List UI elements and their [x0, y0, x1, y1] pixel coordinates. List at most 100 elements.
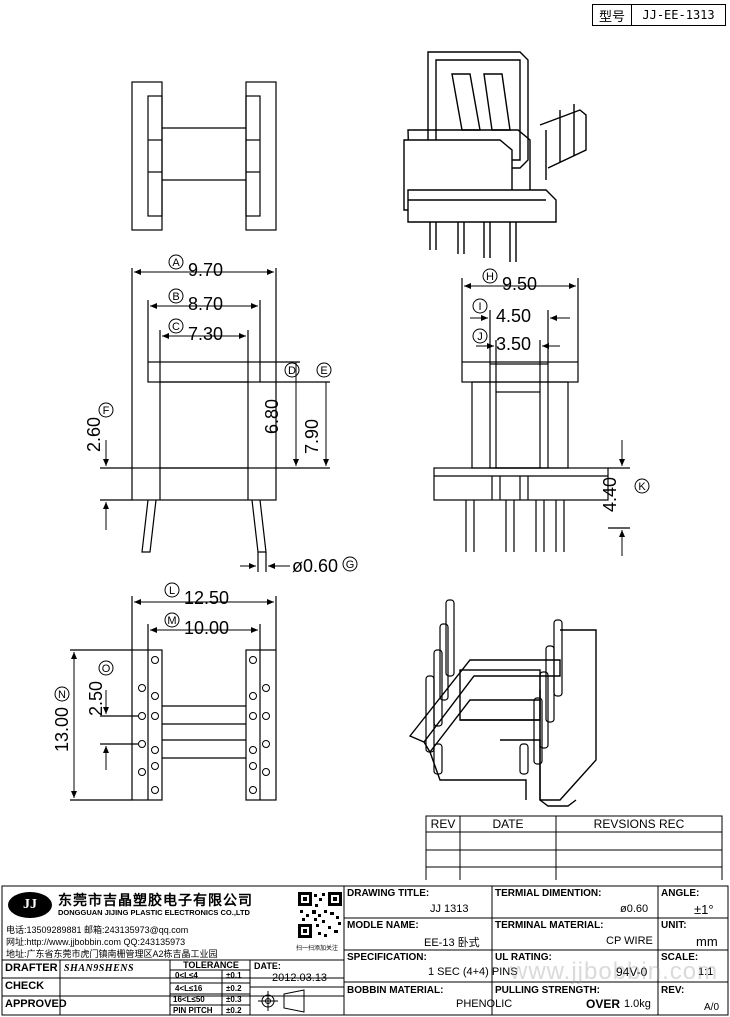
label-D: D — [284, 362, 300, 378]
pulling-value: 1.0kg — [624, 998, 651, 1010]
qr-caption: 扫一扫添加关注 — [296, 946, 339, 952]
dim-N: 13.00 — [52, 706, 72, 752]
label-O: O — [98, 660, 114, 676]
technical-drawing: A B C D E F G H I J K L M N O — [54, 51, 723, 880]
angle-label: ANGLE: — [661, 888, 700, 899]
dim-F: 2.60 — [84, 416, 104, 452]
front-view — [100, 268, 330, 572]
company-logo-text: JJ — [23, 897, 37, 912]
model-name-value: EE-13 卧式 — [424, 937, 480, 949]
rev-header-rec: REVSIONS REC — [593, 817, 685, 831]
svg-text:C: C — [172, 321, 180, 333]
label-L: L — [164, 582, 180, 598]
model-box-label: 型号 — [593, 5, 632, 25]
side-view — [433, 278, 630, 552]
tol-range-3: 16<L≤50 — [173, 995, 205, 1004]
svg-text:K: K — [638, 481, 646, 493]
date-label: DATE: — [254, 961, 281, 971]
tolerance-label: TOLERANCE — [183, 960, 239, 970]
model-box-value: JJ-EE-1313 — [642, 8, 715, 22]
unit-label: UNIT: — [661, 920, 687, 931]
dim-O: 2.50 — [86, 680, 106, 716]
spec-label: SPECIFICATION: — [347, 952, 427, 963]
model-box: 型号 JJ-EE-1313 — [592, 4, 726, 26]
dim-G: ø0.60 — [292, 556, 339, 576]
svg-text:A: A — [172, 257, 180, 269]
rev-label: REV: — [661, 985, 685, 996]
company-address: 地址:广东省东莞市虎门镇南栅管理区A2栋吉晶工业园 — [6, 949, 218, 959]
rev-header-rev: REV — [430, 817, 456, 831]
dim-B: 8.70 — [188, 294, 224, 314]
tol-value-3: ±0.3 — [226, 995, 242, 1004]
pulling-over: OVER — [586, 997, 621, 1011]
company-name-cn: 东莞市吉晶塑胶电子有限公司 — [58, 892, 253, 908]
dim-C: 7.30 — [188, 324, 224, 344]
svg-text:J: J — [477, 331, 483, 343]
svg-text:N: N — [58, 689, 66, 701]
qr-code — [298, 892, 342, 938]
svg-text:E: E — [320, 365, 327, 377]
label-A: A — [168, 254, 184, 270]
svg-text:B: B — [172, 291, 179, 303]
label-F: F — [98, 402, 114, 418]
company-phone: 电话:13509289881 邮箱:243135973@qq.com — [6, 925, 189, 935]
date-value: 2012.03.13 — [272, 972, 328, 984]
svg-text:F: F — [103, 405, 110, 417]
top-side-view — [131, 81, 277, 231]
dim-J: 3.50 — [496, 334, 532, 354]
label-M: M — [164, 612, 180, 628]
tol-value-2: ±0.2 — [226, 984, 242, 993]
angle-value: ±1° — [694, 902, 714, 917]
drafter-label: DRAFTER — [5, 962, 58, 974]
dim-A: 9.70 — [188, 260, 224, 280]
label-K: K — [634, 478, 650, 494]
company-name-en: DONGGUAN JIJING PLASTIC ELECTRONICS CO.,… — [58, 908, 250, 917]
label-J: J — [472, 328, 488, 344]
dim-K: 4.40 — [600, 476, 620, 512]
svg-text:O: O — [102, 663, 111, 675]
tol-value-1: ±0.1 — [226, 971, 242, 980]
label-H: H — [482, 268, 498, 284]
dim-E: 7.90 — [302, 418, 322, 454]
label-B: B — [168, 288, 184, 304]
label-N: N — [54, 686, 70, 702]
bottom-view — [70, 596, 277, 801]
title-block-grid — [1, 885, 729, 1016]
tol-value-4: ±0.2 — [226, 1006, 242, 1015]
dim-M: 10.00 — [184, 618, 230, 638]
terminal-dim-label: TERMIAL DIMENTION: — [495, 888, 602, 899]
scale-value: 1:1 — [698, 966, 714, 978]
tol-range-4: PIN PITCH — [173, 1006, 213, 1015]
watermark: www.jjbobbin.com — [510, 958, 719, 985]
svg-text:M: M — [167, 615, 176, 627]
label-G: G — [342, 556, 358, 572]
label-C: C — [168, 318, 184, 334]
ul-value: 94V-0 — [616, 965, 648, 979]
svg-text:D: D — [288, 365, 296, 377]
unit-value: mm — [696, 934, 718, 949]
svg-text:H: H — [486, 271, 494, 283]
drawing-title-label: DRAWING TITLE: — [347, 888, 430, 899]
drawing-title-value: JJ 1313 — [430, 903, 469, 915]
dim-H: 9.50 — [502, 274, 538, 294]
svg-text:L: L — [169, 585, 175, 597]
rev-header-date: DATE — [492, 817, 524, 831]
ul-label: UL RATING: — [495, 952, 552, 963]
bobbin-material-value: PHENOLIC — [456, 998, 513, 1010]
rev-table-grid — [425, 815, 723, 880]
model-name-label: MODLE NAME: — [347, 920, 419, 931]
terminal-dim-value: ø0.60 — [620, 903, 649, 915]
drafter-value: SHAN9SHENS — [64, 963, 135, 974]
isometric-view-bottom — [408, 599, 597, 807]
terminal-material-value: CP WIRE — [606, 935, 653, 947]
isometric-view-top — [403, 51, 587, 262]
label-E: E — [316, 362, 332, 378]
rev-value: A/0 — [704, 1002, 720, 1013]
approved-label: APPROVED — [5, 998, 67, 1010]
dim-L: 12.50 — [184, 588, 230, 608]
scale-label: SCALE: — [661, 952, 699, 963]
company-logo: JJ — [8, 892, 52, 918]
tol-range-2: 4<L≤16 — [175, 984, 203, 993]
svg-text:G: G — [346, 559, 355, 571]
tol-range-1: 0<L≤4 — [175, 971, 198, 980]
